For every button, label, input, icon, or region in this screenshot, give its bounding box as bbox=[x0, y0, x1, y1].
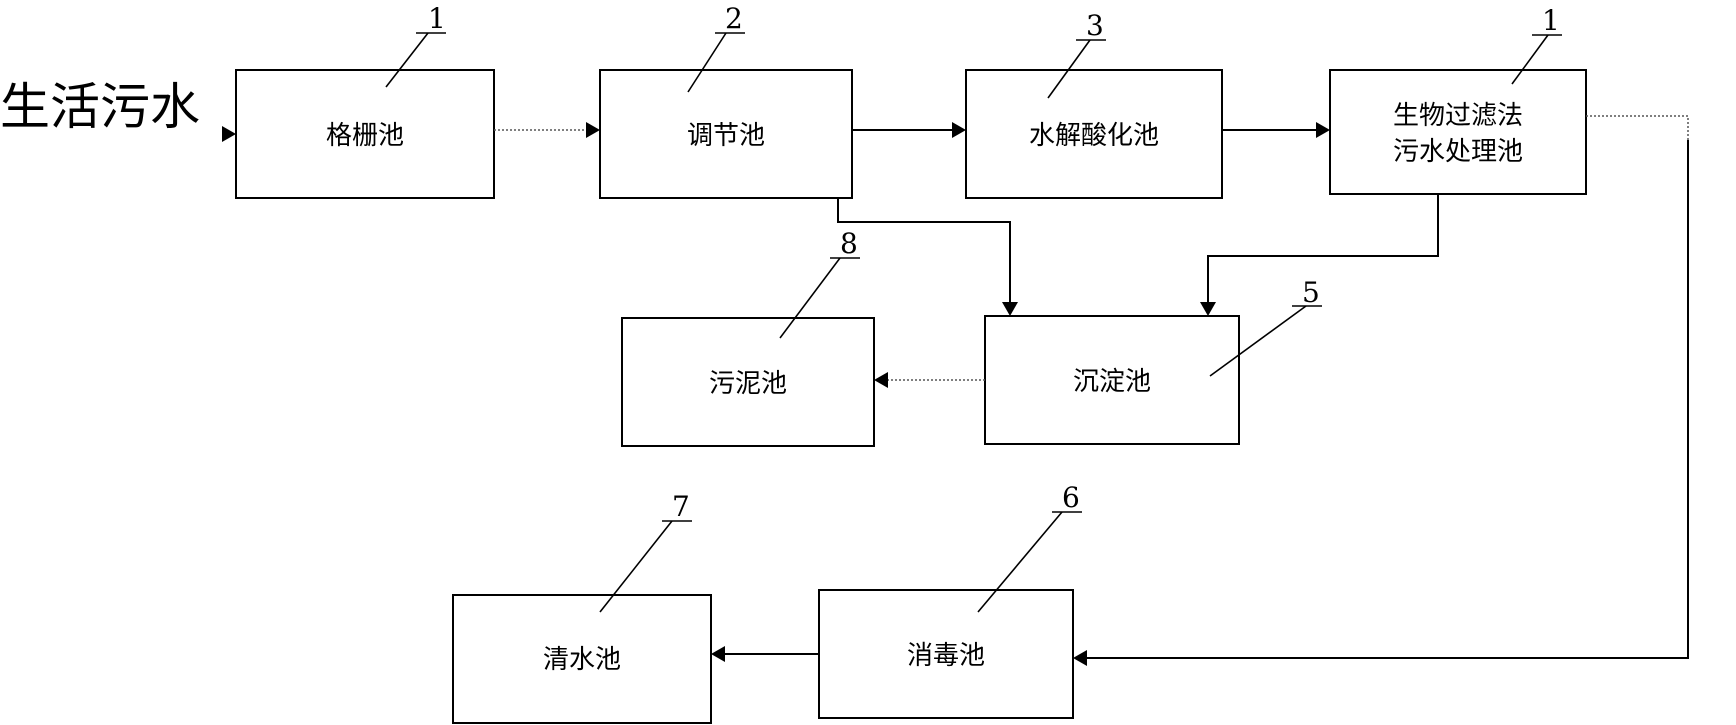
regulating-tank-number: 2 bbox=[725, 2, 743, 35]
flow-biofilter-to-sedimentation bbox=[1207, 194, 1439, 302]
biofilter-tank-label-line2: 污水处理池 bbox=[1393, 137, 1523, 167]
grille-tank-label: 格栅池 bbox=[326, 121, 404, 151]
clearwater-tank-leader bbox=[599, 520, 673, 613]
flow-hydrolysis-to-biofilter-arrowhead bbox=[1316, 122, 1330, 138]
hydrolysis-tank-number: 3 bbox=[1086, 9, 1104, 42]
biofilter-tank-leader bbox=[1511, 34, 1549, 85]
grille-tank-number: 1 bbox=[428, 2, 446, 35]
flow-sedimentation-to-sludge-arrowhead bbox=[874, 372, 888, 388]
sedimentation-tank-leader bbox=[1209, 305, 1307, 377]
clearwater-tank-box bbox=[452, 594, 712, 724]
grille-tank-box bbox=[235, 69, 495, 199]
grille-tank-leader bbox=[385, 32, 429, 88]
hydrolysis-tank-leader bbox=[1047, 39, 1091, 99]
hydrolysis-tank-label: 水解酸化池 bbox=[1029, 121, 1159, 151]
sedimentation-tank-box bbox=[984, 315, 1240, 445]
hydrolysis-tank-box bbox=[965, 69, 1223, 199]
flow-biofilter-to-sedimentation-arrowhead bbox=[1200, 302, 1216, 316]
input-label: 生活污水 bbox=[0, 78, 200, 136]
flow-regulating-to-sedimentation-arrowhead bbox=[1002, 302, 1018, 316]
sludge-tank-leader bbox=[779, 257, 841, 339]
flow-disinfection-to-clearwater-arrowhead bbox=[711, 646, 725, 662]
flow-grille-to-regulating-arrowhead bbox=[586, 122, 600, 138]
clearwater-tank-number: 7 bbox=[672, 490, 690, 523]
sedimentation-tank-label: 沉淀池 bbox=[1073, 367, 1151, 397]
regulating-tank-leader bbox=[687, 32, 727, 93]
regulating-tank-box bbox=[599, 69, 853, 199]
sludge-tank-label: 污泥池 bbox=[709, 369, 787, 399]
disinfection-tank-box bbox=[818, 589, 1074, 719]
flow-regulating-to-sedimentation bbox=[837, 198, 1011, 302]
disinfection-tank-number: 6 bbox=[1062, 481, 1080, 514]
clearwater-tank-label: 清水池 bbox=[543, 645, 621, 675]
sludge-tank-number: 8 bbox=[840, 227, 858, 260]
disinfection-tank-label: 消毒池 bbox=[907, 641, 985, 671]
sedimentation-tank-number: 5 bbox=[1302, 276, 1320, 309]
input-arrowhead bbox=[222, 126, 236, 142]
biofilter-tank-box bbox=[1329, 69, 1587, 195]
flow-biofilter-to-disinfection-upper bbox=[1586, 115, 1689, 140]
disinfection-tank-leader bbox=[977, 511, 1063, 613]
flow-biofilter-to-disinfection-arrowhead bbox=[1073, 650, 1087, 666]
flow-regulating-to-hydrolysis-arrowhead bbox=[952, 122, 966, 138]
biofilter-tank-number: 1 bbox=[1542, 4, 1560, 37]
sludge-tank-box bbox=[621, 317, 875, 447]
regulating-tank-label: 调节池 bbox=[687, 121, 765, 151]
biofilter-tank-label-line1: 生物过滤法 bbox=[1393, 101, 1523, 131]
flow-biofilter-to-disinfection bbox=[1087, 140, 1689, 659]
